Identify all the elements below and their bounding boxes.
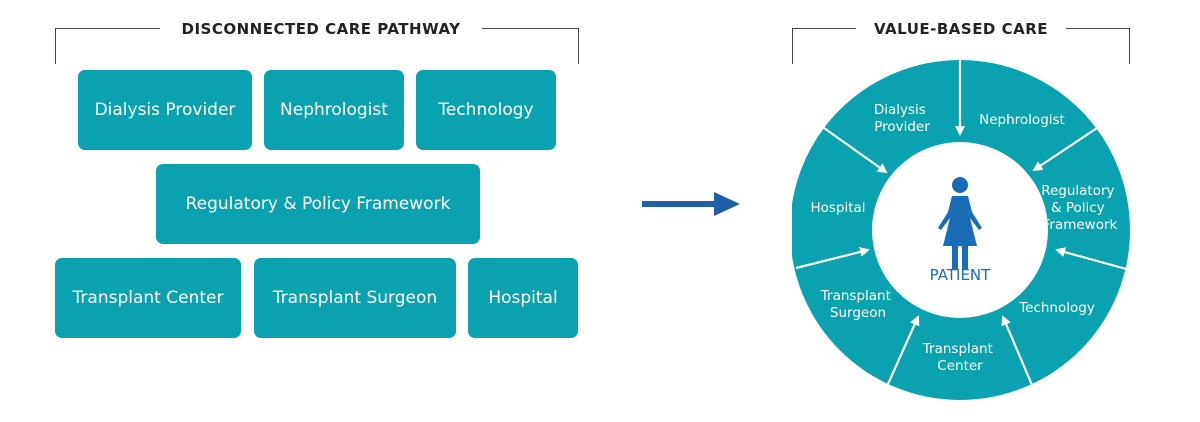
segment-label-hospital: Hospital [810,200,865,216]
box-label: Nephrologist [280,100,388,120]
segment-label-nephrologist: Nephrologist [979,112,1065,128]
left-section-title: DISCONNECTED CARE PATHWAY [181,20,461,38]
box-hospital: Hospital [468,258,578,338]
box-nephrologist: Nephrologist [264,70,404,150]
patient-label: PATIENT [930,266,991,284]
segment-label-dialysis-provider: Dialysis Provider [874,102,930,135]
divider-arrow-left [795,247,870,270]
divider-arrow-lower-right [1001,315,1037,393]
box-regulatory-policy: Regulatory & Policy Framework [156,164,480,244]
segment-label-regulatory: Regulatory & Policy Framework [1041,183,1119,233]
care-wheel: Dialysis Provider Nephrologist Regulator… [792,60,1131,400]
segment-label-transplant-surgeon: Transplant Surgeon [820,288,895,321]
box-technology: Technology [416,70,556,150]
box-transplant-center: Transplant Center [55,258,241,338]
box-label: Transplant Surgeon [272,288,438,308]
divider-arrow-upper-right [1032,127,1098,172]
box-label: Dialysis Provider [94,100,236,120]
divider-arrow-right [1055,247,1131,272]
box-transplant-surgeon: Transplant Surgeon [254,258,456,338]
box-label: Technology [438,100,534,120]
box-dialysis-provider: Dialysis Provider [78,70,252,150]
divider-arrow-bottom [886,315,920,385]
segment-label-transplant-center: Transplant Center [922,341,997,374]
segment-label-technology: Technology [1018,300,1095,316]
transition-arrow-icon [642,192,740,216]
right-section-title: VALUE-BASED CARE [873,20,1049,38]
patient-icon [938,177,982,270]
box-label: Hospital [488,288,558,308]
box-label: Regulatory & Policy Framework [185,194,451,214]
box-label: Transplant Center [72,288,224,308]
divider-arrow-upper-left [823,127,888,174]
